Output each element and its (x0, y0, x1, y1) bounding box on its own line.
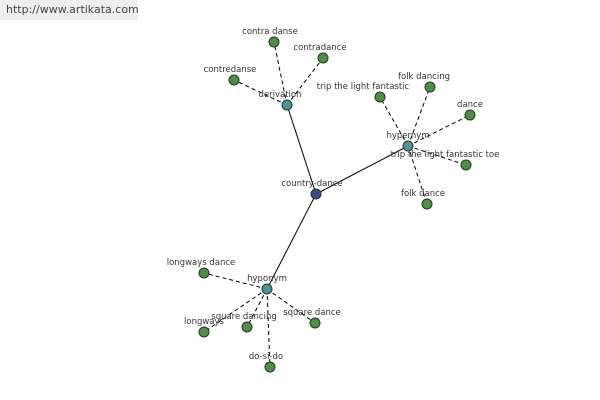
node-label-folk-dancing: folk dancing (398, 72, 450, 82)
node-longways-dance[interactable] (198, 267, 210, 279)
labels-layer: country-dance derivation hypernym hyponym co… (167, 27, 500, 362)
edge-hyponym-square-dance (266, 288, 316, 324)
edges-layer (203, 41, 471, 368)
watermark-url: http://www.artikata.com (0, 0, 139, 20)
node-label-folk-dance: folk dance (401, 189, 445, 199)
node-longways[interactable] (198, 326, 210, 338)
node-label-dance: dance (457, 100, 483, 110)
edge-hyponym-longways (203, 288, 268, 333)
edge-center-hypernym (315, 145, 409, 195)
edge-center-derivation (286, 104, 317, 195)
node-contredanse[interactable] (228, 74, 240, 86)
node-label-center: country-dance (281, 179, 342, 189)
edge-derivation-contredanse (233, 79, 288, 106)
node-label-hypernym: hypernym (386, 131, 429, 141)
edge-derivation-contradance (286, 57, 324, 106)
edge-hyponym-square-dancing (246, 288, 268, 328)
node-folk-dance[interactable] (421, 198, 433, 210)
node-label-do-si-do: do-si-do (249, 352, 283, 362)
node-label-hyponym: hyponym (247, 274, 287, 284)
node-label-square-dancing: square dancing (211, 312, 276, 322)
node-do-si-do[interactable] (264, 361, 276, 373)
nodes-layer (198, 36, 476, 373)
edge-hyponym-longways-dance (203, 272, 268, 290)
edge-hyponym-do-si-do (266, 288, 271, 368)
node-label-longways-dance: longways dance (167, 258, 236, 268)
edge-derivation-contra-danse (273, 41, 288, 106)
edge-hypernym-folk-dancing (407, 86, 431, 147)
node-dance[interactable] (464, 109, 476, 121)
node-folk-dancing[interactable] (424, 81, 436, 93)
node-derivation[interactable] (281, 99, 293, 111)
node-label-trip-light-fantastic-toe: trip the light fantastic toe (391, 150, 500, 160)
edge-center-hyponym (266, 193, 317, 290)
node-contra-danse[interactable] (268, 36, 280, 48)
node-label-trip-light-fantastic: trip the light fantastic (317, 82, 410, 92)
node-hypernym[interactable] (402, 140, 414, 152)
node-trip-light-fantastic[interactable] (374, 91, 386, 103)
node-label-derivation: derivation (258, 90, 301, 100)
node-label-contradance: contradance (293, 43, 346, 53)
edge-hypernym-trip-light-fantastic-toe (407, 145, 467, 166)
node-label-longways: longways (184, 317, 225, 327)
node-label-square-dance: square dance (283, 308, 341, 318)
node-center[interactable] (310, 188, 322, 200)
node-hyponym[interactable] (261, 283, 273, 295)
edge-hypernym-folk-dance (407, 145, 428, 205)
edge-hypernym-trip-light-fantastic (379, 96, 409, 147)
node-trip-light-fantastic-toe[interactable] (460, 159, 472, 171)
edge-hypernym-dance (407, 114, 471, 147)
node-contradance[interactable] (317, 52, 329, 64)
node-label-contredanse: contredanse (204, 65, 257, 75)
node-square-dancing[interactable] (241, 321, 253, 333)
node-label-contra-danse: contra danse (242, 27, 298, 37)
node-square-dance[interactable] (309, 317, 321, 329)
